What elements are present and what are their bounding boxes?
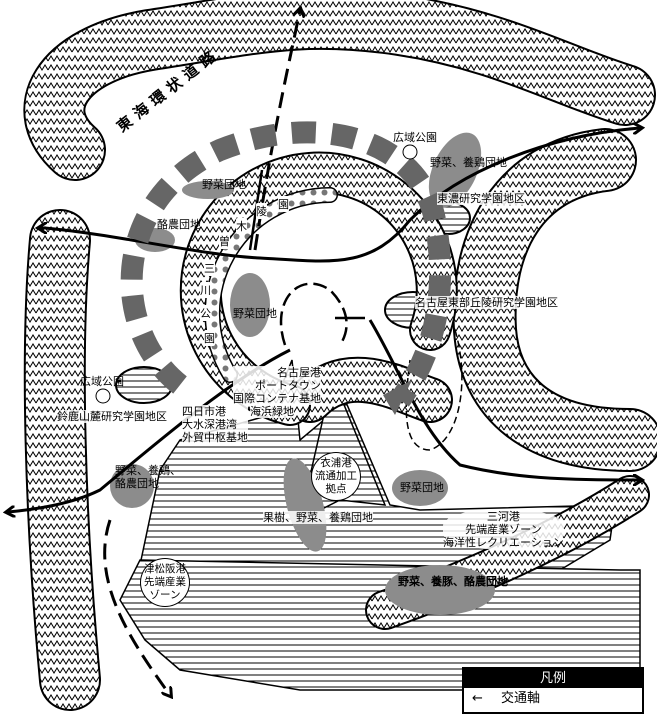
- yokkaichi-line2: 大水深港湾: [182, 418, 237, 431]
- farm-blobs: [110, 132, 495, 615]
- tsu-line3: ゾーン: [149, 589, 181, 601]
- park-icon-ne: [402, 144, 418, 160]
- legend-item-label: 交通軸: [501, 691, 541, 706]
- bubble-tsu: 津松阪港 先端産業 ゾーン: [140, 558, 190, 607]
- park-icon-w: [95, 388, 111, 404]
- ring-park-char: 陵: [256, 203, 267, 219]
- label-fruit-veg: 果樹、野菜、養鶏団地: [263, 511, 373, 524]
- label-nagoya-east-research: 名古屋東部丘陵研究学園地区: [415, 296, 558, 309]
- label-veg-poultry-dairy-w: 野菜、養鶏、 酪農団地: [115, 464, 181, 490]
- tsu-line1: 津松阪港: [144, 563, 186, 575]
- kinuura-line1: 衣浦港: [320, 457, 352, 469]
- label-park-w: 広域公園: [80, 375, 124, 388]
- ring-park-char: 三: [204, 260, 215, 276]
- label-suzuka-research: 鈴鹿山麓研究学園地区: [57, 410, 167, 423]
- ring-park-char: 川: [200, 282, 211, 298]
- legend-item-transport-axis: ← 交通軸: [464, 688, 642, 710]
- label-nagoya-port: 名古屋港 ポートタウン 国際コンテナ基地: [233, 366, 321, 405]
- mikawa-line2: 先端産業ゾーン: [465, 523, 542, 536]
- nagoya-port-line2: ポートタウン: [255, 379, 321, 392]
- ring-park-char: 公: [200, 305, 211, 321]
- tsu-line2: 先端産業: [144, 576, 186, 588]
- label-seaside-green: 海浜緑地: [250, 405, 294, 418]
- label-yokkaichi: 四日市港 大水深港湾 外貿中枢基地: [182, 405, 248, 444]
- legend: 凡例 ← 交通軸: [462, 667, 644, 714]
- label-veg-pig-dairy: 野菜、養豚、酪農団地: [398, 575, 508, 588]
- label-veg-chicken-ne: 野菜、養鶏団地: [430, 156, 507, 169]
- axis-north-dashed: [253, 10, 300, 251]
- ring-park-char: 園: [278, 196, 289, 212]
- mikawa-line3: 海洋性レクリエーション: [443, 536, 564, 549]
- line2: 酪農団地: [115, 477, 159, 490]
- nagoya-port-line1: 名古屋港: [277, 366, 321, 379]
- mikawa-line1: 三河港: [486, 510, 520, 523]
- bubble-kinuura: 衣浦港 流通加工 拠点: [311, 452, 361, 501]
- ring-park-char: 園: [204, 330, 215, 346]
- label-veg-center: 野菜団地: [233, 307, 277, 320]
- kinuura-line2: 流通加工: [315, 470, 357, 482]
- line1: 野菜、養鶏、: [115, 464, 181, 477]
- ring-park-char: 曽: [219, 233, 230, 249]
- ring-road-arrowhead: [383, 380, 412, 415]
- bubble-mikawa: 三河港 先端産業ゾーン 海洋性レクリエーション: [443, 510, 564, 549]
- kinuura-line3: 拠点: [325, 483, 347, 495]
- ring-park-char: 木: [236, 218, 247, 234]
- arrow-left-icon: ←: [472, 691, 483, 706]
- axis-east: [368, 319, 640, 480]
- axis-east-west-north: [44, 128, 640, 263]
- yokkaichi-line1: 四日市港: [182, 405, 226, 418]
- legend-title: 凡例: [464, 669, 642, 688]
- nagoya-port-line3: 国際コンテナ基地: [233, 392, 321, 405]
- yokkaichi-line3: 外貿中枢基地: [182, 431, 248, 444]
- label-veg-north: 野菜団地: [202, 178, 246, 191]
- label-dairy-north: 酪農団地: [157, 218, 201, 231]
- label-tono-research: 東濃研究学園地区: [437, 192, 525, 205]
- label-park-ne: 広域公園: [393, 131, 437, 144]
- label-veg-se: 野菜団地: [400, 481, 444, 494]
